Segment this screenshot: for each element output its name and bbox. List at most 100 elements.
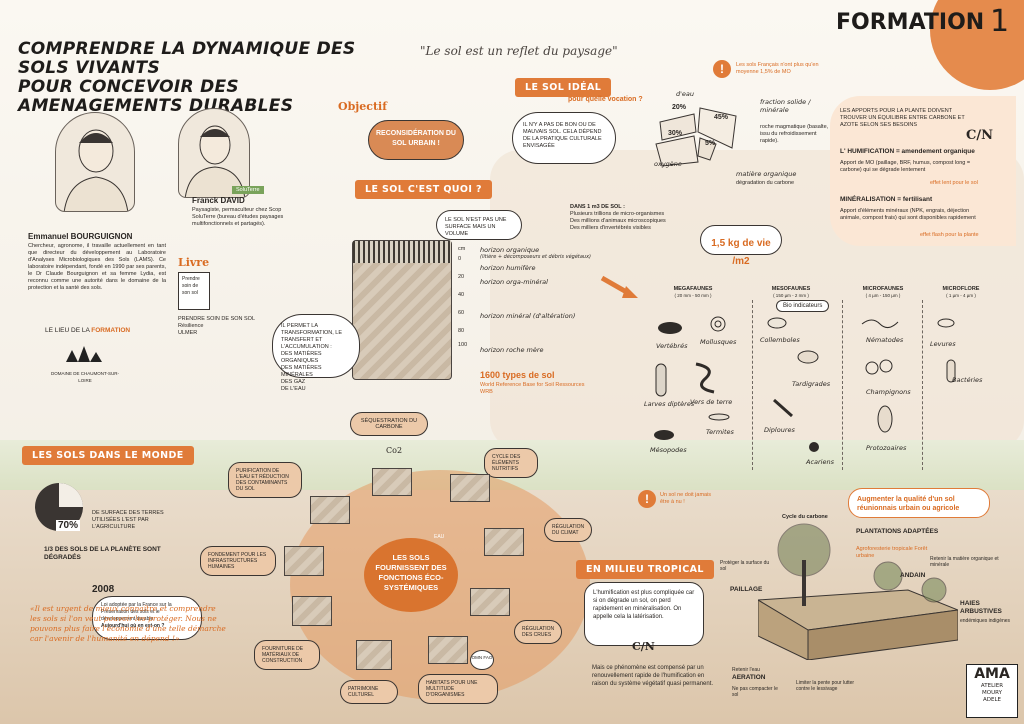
group-mesofaunes: MESOFAUNES ( 150 µm - 2 mm )	[771, 286, 811, 298]
acarien-icon	[806, 440, 822, 458]
formation-label: FORMATION	[836, 10, 985, 35]
bio-indicateurs-badge: Bio indicateurs	[776, 300, 830, 312]
logo-ama: AMA	[974, 666, 1010, 682]
species-vers: Vers de terre	[690, 398, 733, 406]
illustration-habitats	[428, 636, 468, 664]
fct-materiaux: FOURNITURE DE MATÉRIAUX DE CONSTRUCTION	[254, 640, 320, 670]
mineral-effect: effet flash pour la plante	[920, 232, 979, 238]
mesopode-icon	[652, 428, 676, 447]
objectif-bubble: RECONSIDÉRATION DU SOL URBAIN !	[368, 120, 464, 160]
fct-climat: RÉGULATION DU CLIMAT	[544, 518, 592, 542]
transform-item-3: DES GAZ	[281, 379, 306, 385]
agroforesterie: Agroforesterie tropicale Forêt urbaine	[856, 546, 928, 559]
types-ref: World Reference Base for Soil Ressources…	[480, 382, 585, 395]
label-fraction: fraction solide / minérale	[760, 98, 811, 114]
tag-monde: LES SOLS DANS LE MONDE	[22, 446, 194, 465]
paillage-intro: Protéger la surface du sol	[720, 560, 770, 572]
tardigrade-icon	[796, 348, 820, 371]
yeast-icon	[936, 316, 956, 334]
illustration-purification	[310, 496, 350, 524]
m3-item-1: Plusieurs trillions de micro-organismes	[570, 211, 665, 217]
cycle-carbone: Cycle du carbone	[782, 514, 828, 520]
fct-crues: RÉGULATION DES CRUES	[514, 620, 562, 644]
illustration-climat	[484, 528, 524, 556]
soil-composition-pie	[650, 96, 746, 173]
fct-purification: PURIFICATION DE L'EAU ET RÉDUCTION DES C…	[228, 462, 302, 498]
tropical-text-1: L'humification est plus compliquée car s…	[584, 582, 704, 646]
loi-text: Loi adoptée par la France sur la Préserv…	[101, 602, 172, 622]
chaumont-logo-icon	[62, 344, 106, 369]
monde-pct: 70%	[56, 520, 81, 531]
species-bacteries: Bactéries	[952, 376, 983, 384]
faune-divider-2	[842, 300, 843, 470]
aeration-label: AERATION	[732, 674, 766, 681]
mineral-text: Apport d'éléments minéraux (NPK, engrais…	[840, 208, 976, 221]
book-cover-text: Prendre soin de son sol	[182, 276, 200, 296]
species-larves: Larves diptères	[644, 400, 695, 408]
species-nematodes: Nématodes	[866, 336, 904, 344]
sol-quoi-bubble: LE SOL N'EST PAS UNE SURFACE MAIS UN VOL…	[436, 210, 522, 240]
faune-divider-3	[922, 300, 923, 470]
group-megafaunes: MEGAFAUNES ( 20 mm - 50 mm )	[673, 286, 713, 298]
pct-45: 45%	[714, 114, 729, 121]
horizon-2: horizon humifère	[480, 264, 536, 272]
book-info: PRENDRE SOIN DE SON SOL Résilience ULMER	[178, 316, 255, 337]
retenir-text: Retenir la matière organique et minérale	[930, 556, 999, 568]
horizon-1: horizon organique	[480, 246, 540, 254]
monde-pct-text: DE SURFACE DES TERRES UTILISÉES L'EST PA…	[92, 510, 164, 530]
pct-5: 5%	[705, 140, 716, 147]
species-diploures: Diploures	[764, 426, 795, 434]
tag-tropical: EN MILIEU TROPICAL	[576, 560, 714, 579]
plantations-title: PLANTATIONS ADAPTÉES	[856, 528, 939, 535]
logo-atelier: ATELIER	[980, 683, 1004, 689]
omn-badge: OMN FAO	[470, 650, 494, 670]
protozoa-icon	[876, 404, 894, 439]
humification-title: L' HUMIFICATION = amendement organique	[840, 148, 975, 155]
species-tardigrades: Tardigrades	[792, 380, 831, 388]
vie-bubble: 1,5 kg de vie /m2	[700, 225, 782, 267]
apports-panel	[830, 96, 1016, 246]
formation-place-label: LE LIEU DE LA FORMATION	[45, 327, 131, 334]
eau-label: EAU	[434, 534, 445, 540]
mole-icon	[656, 318, 686, 341]
warning-icon: !	[713, 60, 731, 78]
reunion-bubble: Augmenter la qualité d'un sol réunionnai…	[848, 488, 990, 518]
horizon-note: (litière + décomposeurs et débris végéta…	[480, 254, 591, 260]
paillage-label: PAILLAGE	[730, 586, 763, 593]
apports-intro: LES APPORTS POUR LA PLANTE DOIVENT TROUV…	[840, 108, 965, 128]
nematode-icon	[860, 314, 900, 337]
tag-sol-ideal: LE SOL IDÉAL	[515, 78, 612, 97]
fct-habitats: HABITATS POUR UNE MULTITUDE D'ORGANISMES	[418, 674, 498, 704]
book-label: Livre	[178, 256, 210, 269]
haies-label: HAIES ARBUSTIVES	[960, 600, 1002, 615]
species-vertebres: Vertébrés	[656, 342, 688, 350]
tropical-warning: Un sol ne doit jamais être à nu !	[660, 492, 712, 505]
faune-arrow-icon	[600, 274, 640, 305]
m3-item-2: Des millions d'animaux microscopiques	[570, 218, 666, 224]
formation-place-caption: DOMAINE DE CHAUMONT-SUR-LOIRE	[50, 371, 119, 383]
species-mollusques: Mollusques	[700, 338, 737, 346]
name-emmanuel: Emmanuel BOURGUIGNON	[28, 232, 133, 241]
monde-year: 2008	[92, 584, 115, 595]
pct-30: 30%	[668, 130, 683, 137]
horizon-5: horizon roche mère	[480, 346, 544, 354]
m3-title: DANS 1 m3 DE SOL :	[570, 204, 625, 210]
tropical-cn: C/N	[632, 640, 655, 653]
soil-grass-layer	[353, 241, 451, 263]
illustration-fondement	[284, 546, 324, 576]
species-acariens: Acariens	[806, 458, 834, 466]
aeration-intro: Retenir l'eau	[732, 667, 760, 673]
reunion-diagram	[756, 520, 960, 661]
pente-text: Limiter la pente pour lutter contre le l…	[796, 680, 855, 692]
pct-20: 20%	[672, 104, 687, 111]
soil-profile-block	[352, 240, 452, 380]
sol-ideal-warning: Les sols Français n'ont plus qu'en moyen…	[736, 62, 819, 75]
species-mesopodes: Mésopodes	[650, 446, 687, 454]
citation: «Il est urgent de mieux connaître et com…	[30, 604, 226, 643]
aeration-sub: Ne pas compacter le sol	[732, 686, 778, 698]
group-microflore: MICROFLORE ( 1 µm - 4 µm )	[942, 286, 980, 298]
species-champignons: Champignons	[866, 388, 911, 396]
transform-item-1: DES MATIÈRES ORGANIQUES	[281, 351, 322, 364]
sol-ideal-subtitle: pour quelle vocation ?	[568, 96, 643, 103]
group-microfaunes: MICROFAUNES ( 4 µm - 150 µm )	[862, 286, 904, 298]
